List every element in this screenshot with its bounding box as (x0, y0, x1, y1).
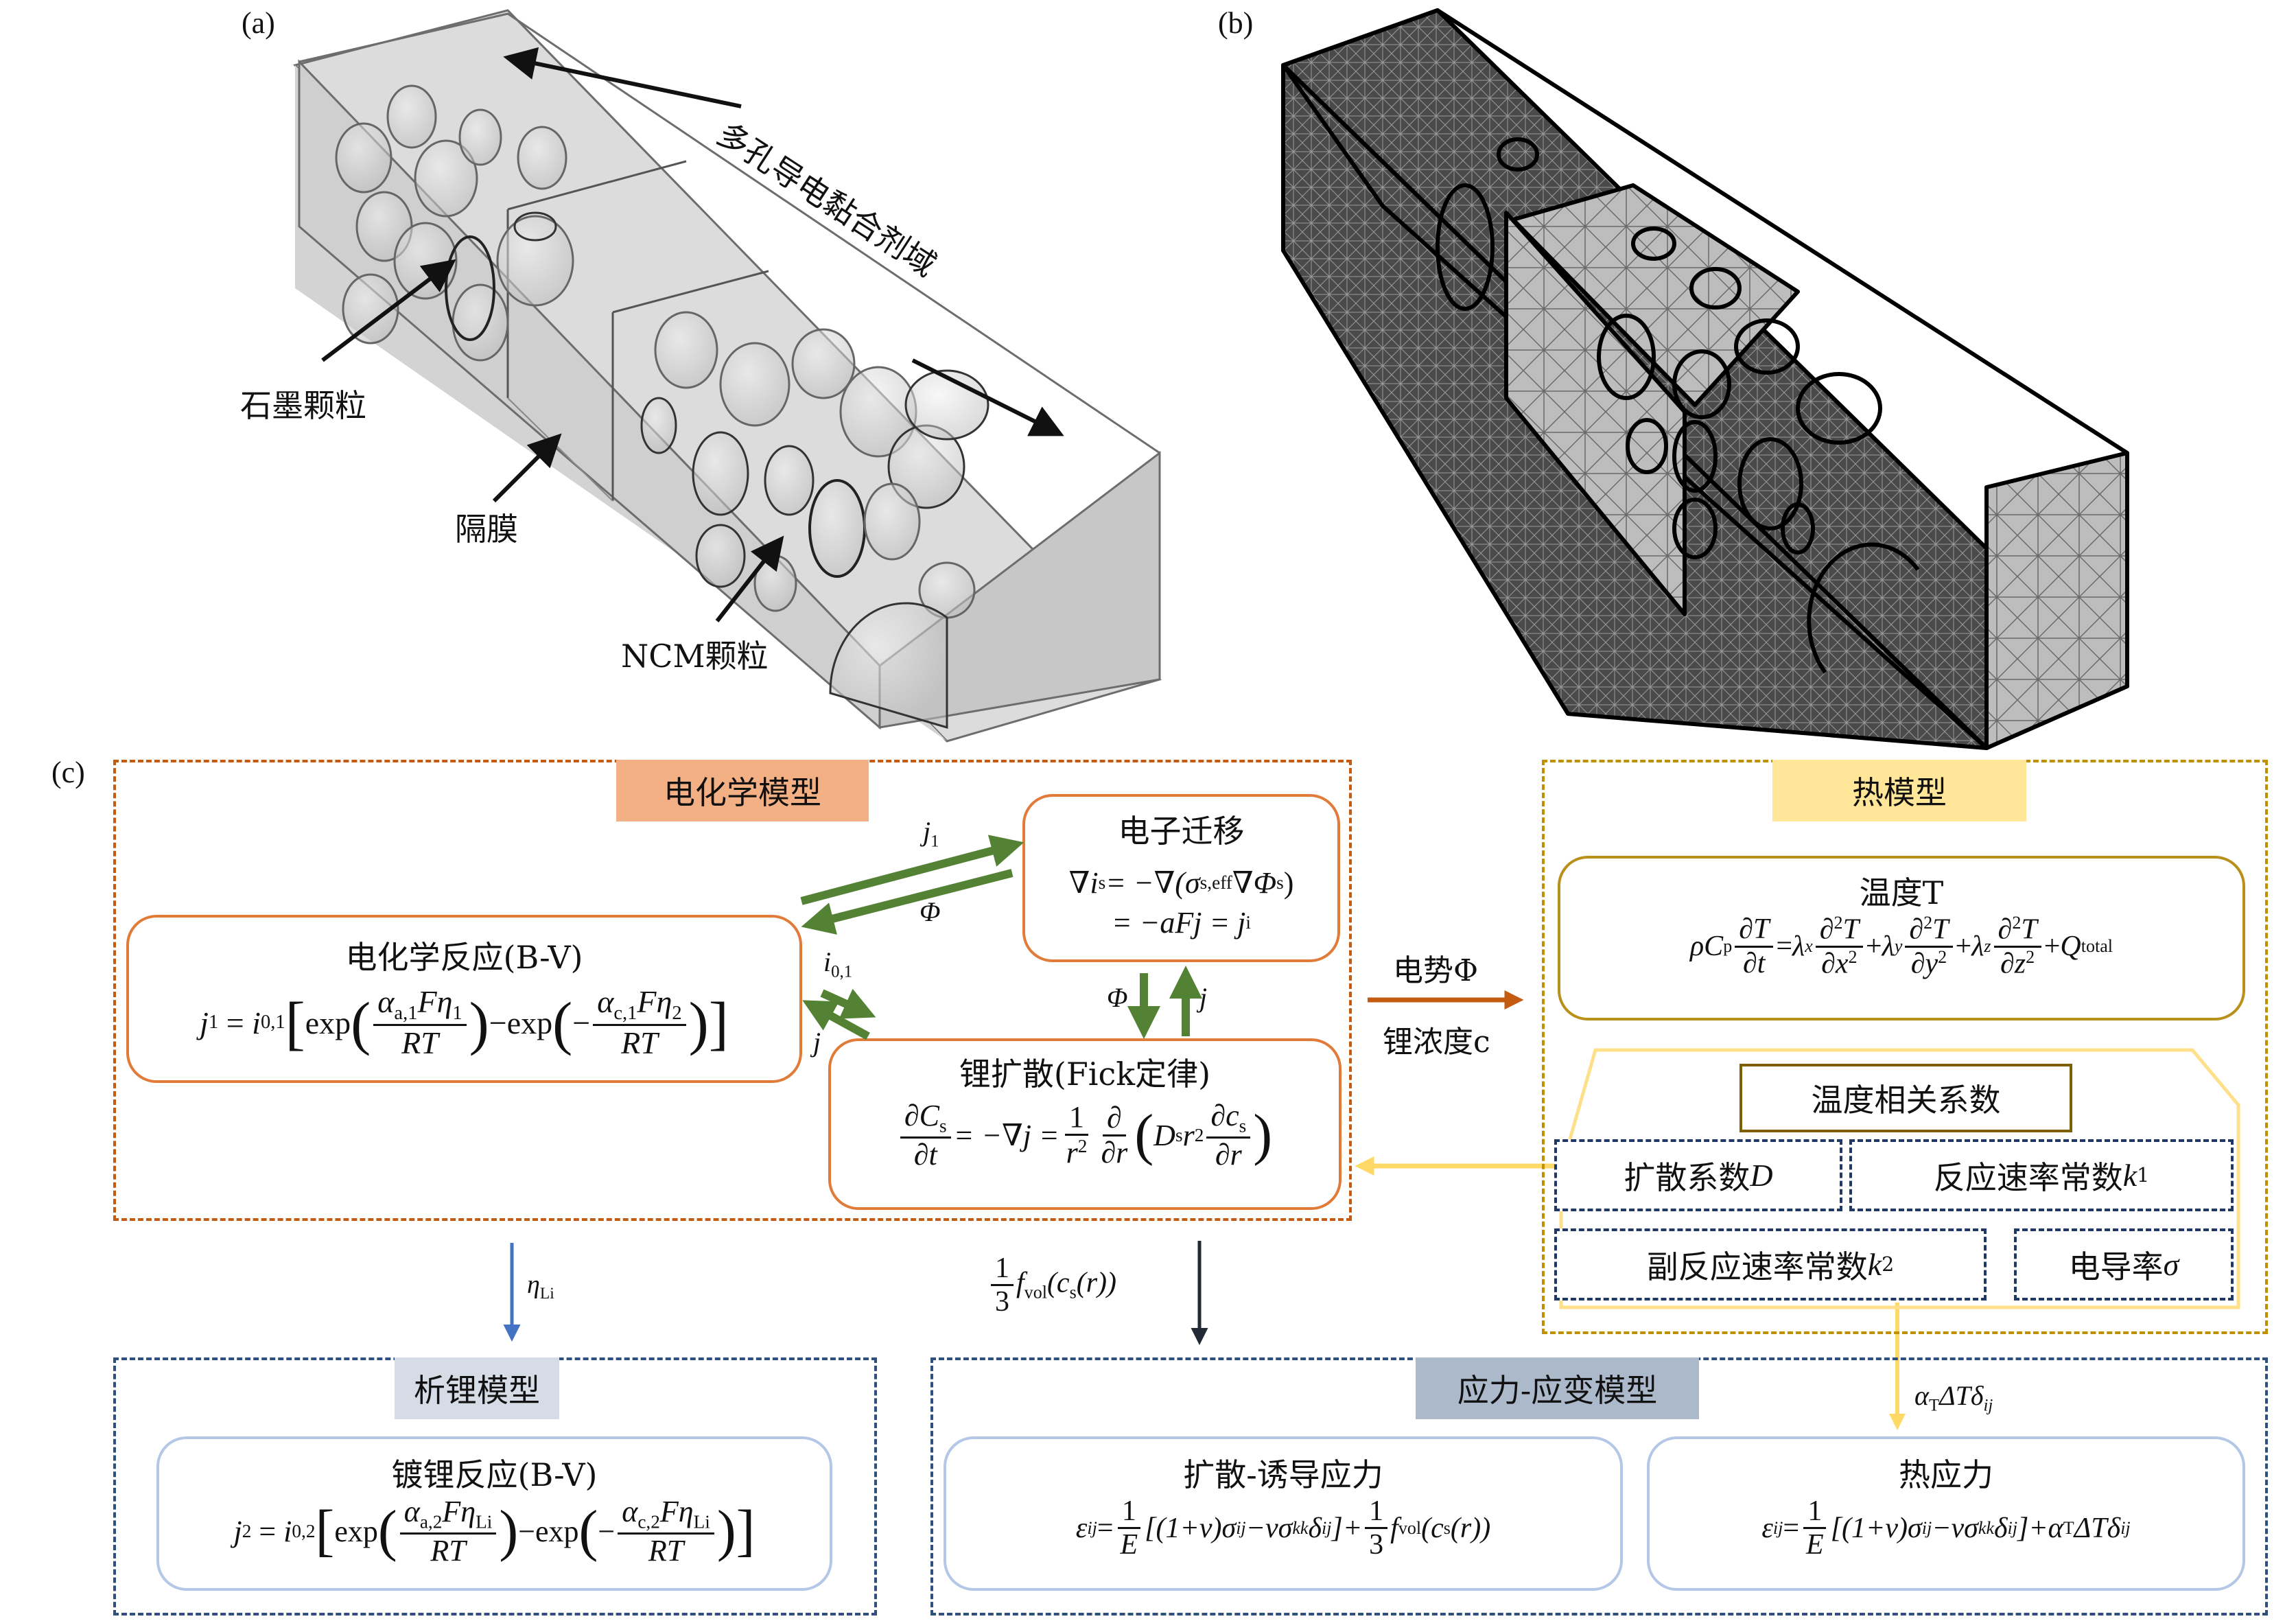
label-j-left: j (813, 1027, 821, 1058)
plating-reaction-title: 镀锂反应(B-V) (391, 1456, 598, 1493)
coupling-potential-label: 电势Φ (1393, 953, 1479, 988)
thermal-model-header: 热模型 (1772, 760, 2026, 821)
bv-reaction-title: 电化学反应(B-V) (345, 939, 583, 976)
panel-b-mesh (1281, 8, 2129, 750)
stress-model-header: 应力-应变模型 (1416, 1357, 1699, 1419)
mesh-particle-outlines (1436, 137, 1920, 674)
particles-a (335, 84, 989, 730)
arrow-j-left (802, 1000, 870, 1040)
plating-model-header: 析锂模型 (395, 1357, 559, 1419)
coeff-title-box: 温度相关系数 (1739, 1064, 2072, 1132)
separator-label: 隔膜 (455, 511, 518, 548)
panel-c-label: (c) (51, 756, 85, 789)
graphite-particle-label: 石墨颗粒 (240, 387, 366, 424)
temperature-title: 温度T (1859, 874, 1944, 911)
panel-b-label: (b) (1218, 6, 1254, 40)
thermal-stress-title: 热应力 (1899, 1456, 1993, 1493)
panel-a-geometry (293, 9, 1162, 743)
label-i01: i0,1 (823, 946, 853, 981)
label-phi-vert: Φ (1107, 982, 1128, 1013)
electron-transport-title: 电子迁移 (1118, 813, 1245, 850)
mesh-separator-top (1511, 183, 1800, 407)
label-eta-li: ηLi (527, 1270, 554, 1303)
diffusion-stress-title: 扩散-诱导应力 (1183, 1456, 1383, 1493)
label-phi-top: Φ (919, 896, 941, 927)
label-j1: j1 (923, 816, 939, 851)
panel-a-label: (a) (242, 6, 275, 40)
label-thermal-strain: αTΔTδij (1914, 1380, 1993, 1415)
arrow-phi-top (801, 869, 1014, 935)
arrow-j1 (800, 835, 1024, 905)
electrochem-model-header: 电化学模型 (616, 760, 869, 821)
mesh-separator-front (1504, 211, 1687, 616)
arrow-i01 (820, 988, 876, 1019)
coupling-concentration-label: 锂浓度c (1383, 1025, 1490, 1060)
li-diffusion-title: 锂扩散(Fick定律) (959, 1056, 1211, 1093)
ncm-particle-label: NCM颗粒 (621, 638, 769, 675)
label-j-vert: j (1199, 982, 1208, 1013)
